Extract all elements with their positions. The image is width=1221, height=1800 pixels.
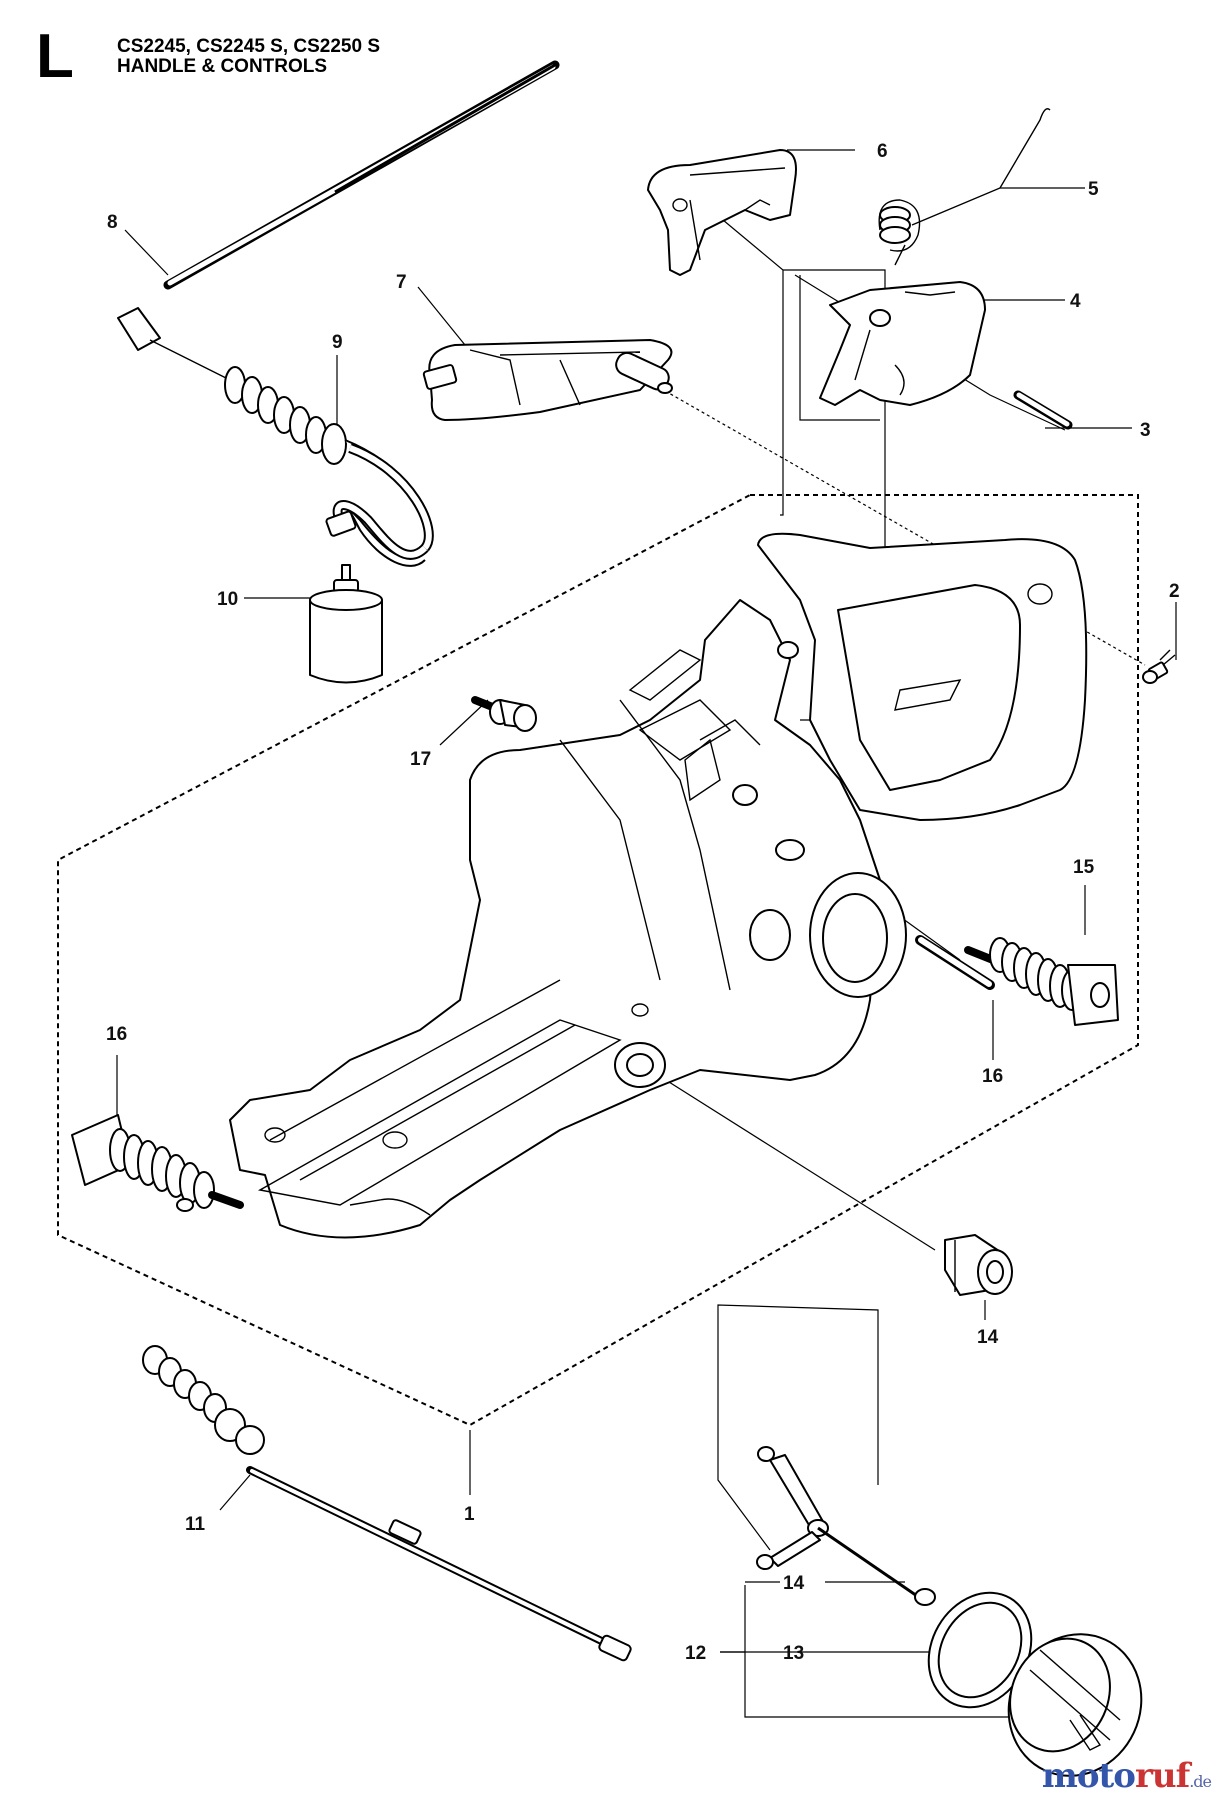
watermark-tld: .de xyxy=(1189,1772,1212,1791)
callout-15: 14 xyxy=(977,1327,999,1348)
callout-labels: 6 5 4 3 2 8 7 9 10 17 15 16 16 14 11 1 1… xyxy=(106,141,1180,1664)
callout-6: 6 xyxy=(877,141,888,162)
watermark-ruf: ruf xyxy=(1134,1756,1190,1796)
callout-7: 7 xyxy=(396,272,407,293)
part-18-buffer xyxy=(471,696,537,732)
callout-10: 10 xyxy=(217,589,238,610)
callout-14: 14 xyxy=(783,1573,805,1594)
watermark-moto: moto xyxy=(1041,1756,1136,1796)
part-1-rear-handle xyxy=(229,532,1088,1239)
part-4-lockout-lever xyxy=(819,281,986,406)
section-letter: L xyxy=(36,22,74,91)
callout-9: 9 xyxy=(332,332,343,353)
part-11-oil-hose xyxy=(142,1345,632,1662)
part-10-fuel-filter xyxy=(309,564,383,684)
callout-4: 4 xyxy=(1070,291,1081,312)
callout-13: 13 xyxy=(783,1643,804,1664)
part-16-av-spring-right xyxy=(964,937,1119,1026)
assembly-outline xyxy=(57,494,1139,1427)
part-2-screw xyxy=(1142,649,1176,684)
callout-12: 12 xyxy=(685,1643,706,1664)
section-title: HANDLE & CONTROLS xyxy=(117,56,328,77)
part-7-throttle-trigger xyxy=(422,339,673,421)
callout-16-right: 15 xyxy=(1073,857,1095,878)
part-16-av-spring-left xyxy=(71,1114,244,1212)
watermark-logo: motoruf.de xyxy=(1041,1756,1212,1796)
callout-8: 8 xyxy=(107,212,118,233)
part-8-throttle-rod xyxy=(163,60,560,290)
callout-18: 17 xyxy=(410,749,431,770)
part-17-pin xyxy=(915,935,995,990)
part-14-cap-strap xyxy=(756,1446,936,1606)
model-list: CS2245, CS2245 S, CS2250 S xyxy=(117,36,381,57)
part-12-oil-cap xyxy=(1007,1633,1143,1777)
callout-1: 1 xyxy=(464,1504,475,1525)
callout-16-left: 16 xyxy=(106,1024,127,1045)
callout-17: 16 xyxy=(982,1066,1003,1087)
callout-11: 11 xyxy=(185,1514,206,1535)
part-3-pin xyxy=(1013,390,1073,430)
part-13-seal xyxy=(927,1591,1033,1709)
part-15-plug xyxy=(944,1234,1013,1296)
part-5-spring xyxy=(878,108,1051,266)
part-6-throttle-lockout xyxy=(647,149,797,276)
callout-3: 3 xyxy=(1140,420,1151,441)
callout-5: 5 xyxy=(1088,179,1099,200)
part-9-fuel-hose xyxy=(117,307,434,567)
callout-2: 2 xyxy=(1169,581,1180,602)
